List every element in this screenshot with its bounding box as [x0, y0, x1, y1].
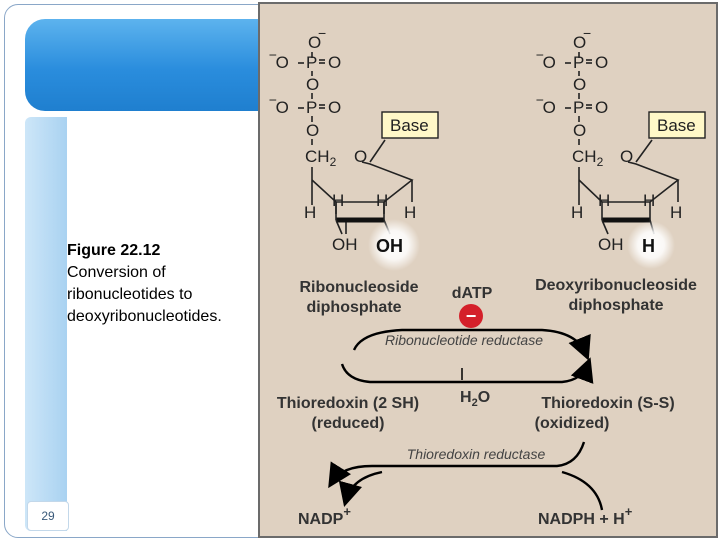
reaction-diagram-panel: O − ‾O P O O ‾O P O O CH2 O: [258, 2, 718, 538]
right-phosphate1-neg-o: ‾O: [536, 53, 556, 72]
right-base-label: Base: [657, 116, 696, 135]
left-phosphate1-neg-o: ‾O: [269, 53, 289, 72]
slide-number: 29: [27, 501, 69, 531]
nadph-sup: +: [625, 504, 633, 519]
figure-caption: Figure 22.12 Conversion of ribonucleotid…: [67, 240, 257, 328]
water-sub: 2: [472, 397, 478, 409]
ribonucleoside-diphosphate-structure: O − ‾O P O O ‾O P O O CH2 O: [269, 25, 439, 271]
right-ch2-sub: 2: [597, 155, 604, 169]
right-molecule-name-line2: diphosphate: [568, 297, 663, 314]
right-phosphate2-neg-o: ‾O: [536, 98, 556, 117]
right-2-h-highlight: H: [642, 236, 655, 256]
right-ester-o: O: [573, 121, 586, 140]
left-ch2-sub: 2: [330, 155, 337, 169]
left-molecule-name-line1: Ribonucleoside: [299, 279, 418, 296]
nadp-sup: +: [343, 504, 351, 519]
left-base-label: Base: [390, 116, 429, 135]
left-h-c2: H: [376, 191, 388, 210]
right-phosphate2-o: O: [595, 98, 608, 117]
thioredoxin-reduced-line2: (reduced): [312, 415, 385, 432]
nadp-plus: NADP+: [298, 504, 351, 528]
right-bridge-o: O: [573, 75, 586, 94]
thioredoxin-oxidized-line2: (oxidized): [535, 415, 610, 432]
left-base-box: [381, 111, 439, 139]
water-h: H: [460, 389, 472, 406]
right-h-c4: H: [571, 203, 583, 222]
left-phosphate2-p: P: [306, 98, 317, 117]
right-h-c2: H: [643, 191, 655, 210]
caption-figure-label: Figure 22.12: [67, 242, 161, 259]
right-h-c1: H: [670, 203, 682, 222]
left-phosphate2-o: O: [328, 98, 341, 117]
inhibitor-datp: dATP: [452, 285, 493, 302]
inhibition-icon: [459, 304, 483, 328]
left-molecule-name-line2: diphosphate: [306, 299, 401, 316]
left-2-oh-highlight: OH: [376, 236, 403, 256]
right-ch2: CH2: [572, 147, 604, 169]
left-phosphate1-o-minus: O: [308, 33, 321, 52]
left-phosphate1-o: O: [328, 53, 341, 72]
nadph-input-curve: [561, 470, 604, 511]
caption-line-1: Conversion of: [67, 264, 166, 281]
right-phosphate1-o-minus: O: [573, 33, 586, 52]
left-ester-o: O: [306, 121, 319, 140]
left-ring-o: O: [354, 147, 367, 166]
water: H2O: [460, 389, 490, 409]
reaction-diagram: O − ‾O P O O ‾O P O O CH2 O: [269, 25, 706, 528]
thioredoxin-oxidation-arrow: [340, 357, 594, 384]
reaction-arrow-top: [352, 328, 591, 361]
left-ch2-ch: CH: [305, 147, 330, 166]
nadph-text: NADPH + H: [538, 511, 625, 528]
thioredoxin-oxidized-line1: Thioredoxin (S-S): [541, 395, 674, 412]
left-ch2: CH2: [305, 147, 337, 169]
nadp-text: NADP: [298, 511, 344, 528]
right-phosphate1-p: P: [573, 53, 584, 72]
nadph-plus-h: NADPH + H+: [538, 504, 633, 528]
thioredoxin-reduction-arrow: [328, 441, 586, 489]
left-h-c3: H: [332, 191, 344, 210]
right-base-box: [648, 111, 706, 139]
deoxyribonucleoside-diphosphate-structure: O − ‾O P O O ‾O P O O CH2 O: [536, 25, 706, 269]
svg-text:−: −: [318, 25, 326, 41]
enzyme-thioredoxin-reductase: Thioredoxin reductase: [407, 446, 546, 462]
water-o: O: [478, 389, 490, 406]
left-phosphate2-neg-o: ‾O: [269, 98, 289, 117]
slide-side-band: [25, 117, 67, 531]
svg-text:−: −: [583, 25, 591, 41]
enzyme-ribonucleotide-reductase: Ribonucleotide reductase: [385, 332, 543, 348]
left-h-c4: H: [304, 203, 316, 222]
right-phosphate2-p: P: [573, 98, 584, 117]
right-h-c3: H: [598, 191, 610, 210]
inhibition-sign: −: [466, 306, 477, 326]
left-phosphate1-p: P: [306, 53, 317, 72]
left-3-oh: OH: [332, 235, 358, 254]
right-ch2-ch: CH: [572, 147, 597, 166]
right-molecule-name-line1: Deoxyribonucleoside: [535, 277, 697, 294]
thioredoxin-reduced-line1: Thioredoxin (2 SH): [277, 395, 419, 412]
caption-line-2: ribonucleotides to: [67, 286, 193, 303]
right-ring-o: O: [620, 147, 633, 166]
right-phosphate1-o: O: [595, 53, 608, 72]
nadp-output-arrow: [338, 470, 383, 507]
left-h-c1: H: [404, 203, 416, 222]
caption-line-3: deoxyribonucleotides.: [67, 308, 222, 325]
left-bridge-o: O: [306, 75, 319, 94]
right-3-oh: OH: [598, 235, 624, 254]
